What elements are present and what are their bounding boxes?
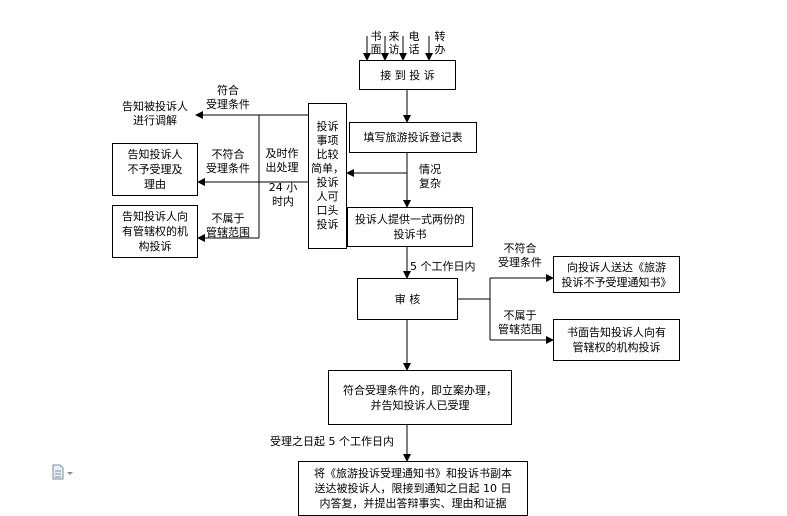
source-label-visit: 来访 <box>388 30 400 56</box>
refer-authority-box: 书面告知投诉人向有 管辖权的机构投诉 <box>553 319 680 361</box>
no-jurisdiction-box: 告知投诉人向 有管辖权的机 构投诉 <box>112 205 198 258</box>
simple-case-box: 投诉 事项 比较 简单， 投诉 人可 口头 投诉 <box>308 103 347 249</box>
submit-complaint-box: 投诉人提供一式两份的 投诉书 <box>347 207 473 247</box>
not-accept-reason-box: 告知投诉人 不予受理及 理由 <box>112 143 198 196</box>
document-icon[interactable] <box>52 464 74 480</box>
source-label-phone: 电话 <box>408 30 420 56</box>
label-within-24-hours: 24 小 时内 <box>268 181 298 208</box>
label-left-not-belong: 不属于 管辖范围 <box>206 212 250 239</box>
label-mediate: 告知被投诉人 进行调解 <box>122 100 188 127</box>
reject-notice-box: 向投诉人送达《旅游 投诉不予受理通知书》 <box>553 256 680 293</box>
label-right-not-belong: 不属于 管辖范围 <box>498 309 542 336</box>
label-complex-case: 情况 复杂 <box>419 163 441 190</box>
label-right-not-meet-condition: 不符合 受理条件 <box>498 242 542 269</box>
label-timely-handling: 及时作 出处理 <box>265 147 299 174</box>
label-left-meet-condition: 符合 受理条件 <box>206 84 250 111</box>
notify-respondent-box: 将《旅游投诉受理通知书》和投诉书副本 送达被投诉人，限接到通知之日起 10 日 … <box>298 461 528 516</box>
source-label-transfer: 转办 <box>434 30 446 56</box>
receive-complaint-box: 接 到 投 诉 <box>359 60 456 90</box>
source-label-written: 书面 <box>370 30 382 56</box>
review-box: 审 核 <box>357 278 458 320</box>
register-form-box: 填写旅游投诉登记表 <box>349 122 477 153</box>
label-left-not-meet-condition: 不符合 受理条件 <box>206 148 250 175</box>
label-accept-date-five-days: 受理之日起 5 个工作日内 <box>270 435 394 448</box>
label-five-working-days: 5 个工作日内 <box>410 260 476 273</box>
accept-case-box: 符合受理条件的，即立案办理， 并告知投诉人已受理 <box>328 370 512 425</box>
